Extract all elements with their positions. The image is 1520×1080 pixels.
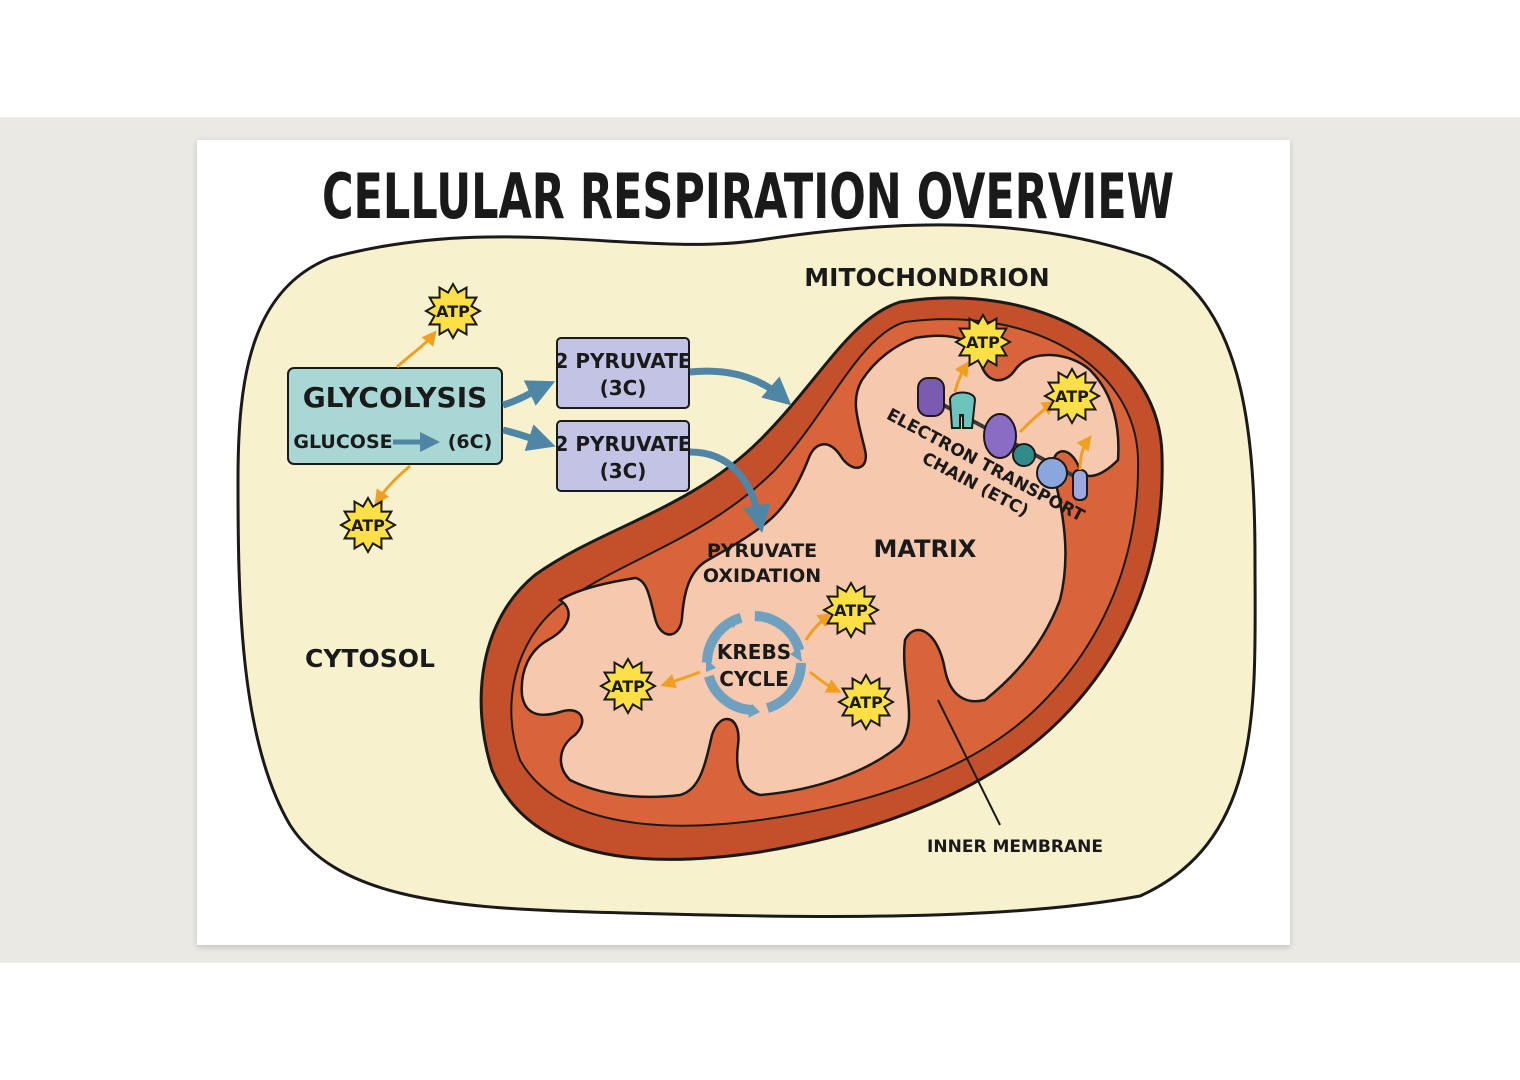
- atp-arrow-krebs-right: [809, 670, 842, 693]
- pyruvate-box-bottom: [556, 420, 690, 492]
- atp-arrow-glycolysis-up: [395, 330, 437, 369]
- atp-star-shape: [953, 312, 1013, 372]
- etc-complex-1: [917, 377, 945, 417]
- atp-arrow-etc-3: [1076, 435, 1092, 471]
- atp-glycolysis-top: ATP: [423, 281, 483, 341]
- etc-cytochrome-c: [1012, 443, 1036, 467]
- atp-krebs-top: ATP: [821, 580, 881, 640]
- atp-arrow-etc-2: [1018, 400, 1057, 434]
- atp-star-shape: [821, 580, 881, 640]
- arrow-pyruvate-bottom-to-oxidation: [689, 448, 771, 534]
- krebs-arrow-2: [790, 648, 802, 662]
- atp-label: ATP: [1055, 387, 1089, 406]
- atp-label: ATP: [351, 516, 385, 535]
- arrow-pyruvate-top-to-mitochondrion: [689, 367, 792, 406]
- etc-complex-2: [948, 391, 977, 429]
- atp-label: ATP: [436, 302, 470, 321]
- atp-etc-1: ATP: [953, 312, 1013, 372]
- atp-glycolysis-bottom: ATP: [338, 495, 398, 555]
- cytosol-label: CYTOSOL: [305, 644, 435, 673]
- pyruvate-box-top: [556, 337, 690, 409]
- krebs-line2: CYCLE: [719, 667, 789, 691]
- krebs-arrow-3: [748, 704, 760, 718]
- atp-bursts: ATP ATP ATP ATP ATP ATP ATP: [338, 281, 1102, 732]
- krebs-cycle: KREBS CYCLE: [702, 611, 806, 718]
- poster-title: CELLULAR RESPIRATION OVERVIEW: [322, 160, 1174, 233]
- krebs-cycle-ring: [702, 611, 806, 715]
- pyruvate-top-line1: 2 PYRUVATE: [554, 349, 691, 373]
- atp-star-shape: [836, 672, 896, 732]
- arrow-glycolysis-to-pyruvate-bottom: [502, 424, 556, 451]
- glycolysis-box: [287, 367, 503, 465]
- arrow-glycolysis-to-pyruvate-top: [501, 380, 556, 409]
- atp-star-shape: [598, 656, 658, 716]
- krebs-line1: KREBS: [717, 640, 791, 664]
- etc-atp-synthase: [1072, 469, 1088, 501]
- glycolysis-input: GLUCOSE: [293, 431, 392, 453]
- matrix-label: MATRIX: [874, 535, 977, 563]
- glycolysis-title: GLYCOLYSIS: [303, 381, 488, 414]
- atp-label: ATP: [966, 333, 1000, 352]
- atp-arrows: [374, 330, 1092, 693]
- krebs-arrow-4: [706, 658, 716, 672]
- etc-complex-4: [1036, 457, 1068, 489]
- pyruvate-oxidation-line1: PYRUVATE: [707, 540, 817, 562]
- inner-membrane-label: INNER MEMBRANE: [927, 837, 1103, 857]
- krebs-arrow-1: [727, 614, 740, 628]
- atp-krebs-right: ATP: [836, 672, 896, 732]
- pyruvate-oxidation-line2: OXIDATION: [703, 565, 821, 587]
- atp-arrow-krebs-left: [660, 670, 701, 689]
- atp-star-shape: [423, 281, 483, 341]
- mitochondrion-label: MITOCHONDRION: [804, 263, 1049, 292]
- atp-arrow-krebs-top: [804, 612, 833, 641]
- inner-membrane-leader: [937, 699, 1001, 826]
- atp-etc-2: ATP: [1042, 366, 1102, 426]
- pyruvate-bottom-line2: (3C): [600, 459, 647, 483]
- atp-label: ATP: [834, 601, 868, 620]
- pyruvate-top-line2: (3C): [600, 376, 647, 400]
- atp-arrow-glycolysis-down: [374, 464, 411, 505]
- atp-arrow-etc-1: [953, 361, 970, 393]
- atp-star-shape: [338, 495, 398, 555]
- glycolysis-carbons: (6C): [448, 431, 493, 453]
- etc-complex-3: [983, 413, 1017, 459]
- etc-proteins: [917, 377, 1088, 501]
- atp-label: ATP: [849, 693, 883, 712]
- pyruvate-bottom-line1: 2 PYRUVATE: [554, 432, 691, 456]
- atp-krebs-left: ATP: [598, 656, 658, 716]
- atp-label: ATP: [611, 677, 645, 696]
- atp-star-shape: [1042, 366, 1102, 426]
